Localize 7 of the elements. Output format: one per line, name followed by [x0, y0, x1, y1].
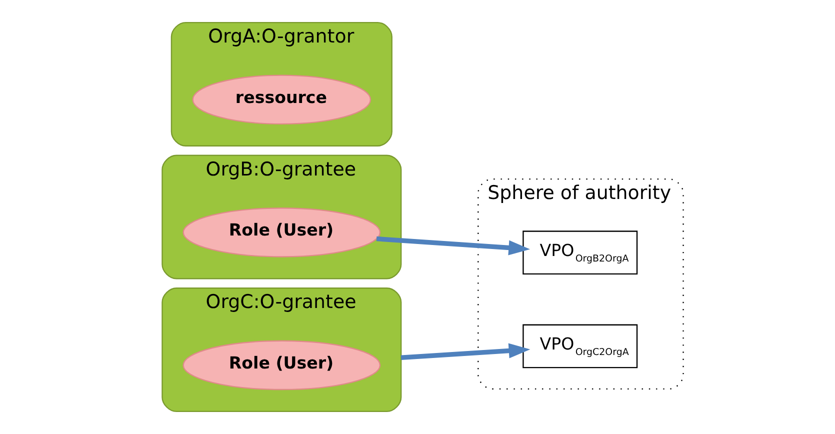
node-ellipse: Role (User) — [182, 208, 380, 258]
node-ellipse: ressource — [192, 74, 371, 125]
arrow — [400, 343, 530, 360]
arrow — [376, 236, 530, 256]
node-box: VPO$_{OrgC2OrgA}$ — [522, 324, 638, 368]
node-box: VPO$_{OrgB2OrgA}$ — [522, 230, 638, 274]
node-ellipse: Role (User) — [182, 340, 380, 390]
